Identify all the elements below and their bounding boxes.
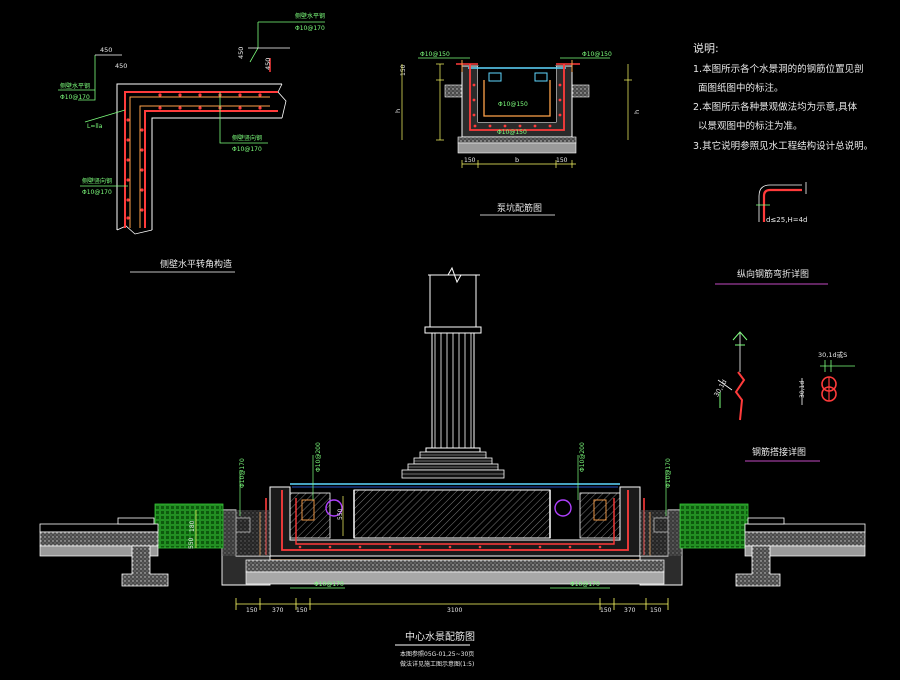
corner-detail-title: 侧壁水平转角构造: [160, 258, 232, 270]
main-left-label-a: Φ10@170: [239, 458, 246, 488]
main-right-label-a: Φ10@200: [579, 442, 586, 472]
main-dim-0: 150: [246, 607, 258, 614]
corner-bottom-label-a: 侧壁竖向钢: [82, 177, 112, 185]
main-bottom-label-right: Φ10@170: [570, 581, 600, 588]
lap-detail: 30,1d 30,1d或S 30,1d 钢筋搭接详图: [712, 331, 855, 462]
main-dim-5: 370: [624, 607, 636, 614]
hook-detail: d≤25,H=4d: [756, 182, 807, 224]
lap-detail-title: 钢筋搭接详图: [752, 446, 806, 458]
corner-lap-label: L=lla: [87, 123, 103, 130]
note-line-4: 以景观图中的标注为准。: [698, 120, 803, 132]
pump-pit-detail: 150 h h 150 b 150 Φ10@150 Φ10@150 Φ10@15…: [394, 51, 641, 216]
main-mid-left-dim: 550: [337, 508, 344, 520]
notes-block: 说明: 1.本图所示各个水景洞的的钢筋位置见剖 面图纸图中的标注。 2.本图所示…: [693, 41, 873, 152]
main-bottom-label-left: Φ10@170: [314, 581, 344, 588]
lap-label-top: 30,1d或S: [818, 350, 847, 359]
corner-vert-label-b: Φ10@170: [232, 146, 262, 153]
note-line-2: 面图纸图中的标注。: [698, 82, 784, 94]
main-dim-2: 150: [296, 607, 308, 614]
pit-dim-b: b: [515, 156, 519, 164]
main-left-mark: 180: [189, 520, 196, 532]
pit-dim-150-right: 150: [556, 157, 568, 164]
corner-vert-label-a: 侧壁竖向钢: [232, 134, 262, 142]
pit-label-mid: Φ10@150: [498, 101, 528, 108]
pit-label-top-left: Φ10@150: [420, 51, 450, 58]
main-dim-4: 150: [600, 607, 612, 614]
main-right-label-b: Φ10@170: [665, 458, 672, 488]
corner-left-label-b: Φ10@170: [60, 94, 90, 101]
corner-left-label-a: 侧壁水平钢: [60, 82, 90, 90]
pit-label-top-right: Φ10@150: [582, 51, 612, 58]
corner-dim-450-d: 450: [264, 58, 272, 70]
pit-dim-150-left: 150: [464, 157, 476, 164]
corner-dim-450-b: 450: [115, 62, 127, 70]
corner-top-label-b: Φ10@170: [295, 25, 325, 32]
main-left-label-b: Φ10@200: [315, 442, 322, 472]
corner-dim-450-c: 450: [237, 47, 245, 59]
main-section-title: 中心水景配筋图: [405, 630, 475, 643]
pit-dim-h-right: h: [633, 110, 641, 114]
note-line-1: 1.本图所示各个水景洞的的钢筋位置见剖: [693, 63, 864, 75]
bend-detail-title: 纵向钢筋弯折详图: [737, 268, 809, 280]
corner-bottom-label-b: Φ10@170: [82, 189, 112, 196]
lap-label-mid: 30,1d: [799, 381, 806, 398]
main-section-subtitle-1: 本图参照05G-01,25~30页: [400, 650, 474, 658]
note-line-3: 2.本图所示各种景观做法均为示意,具体: [693, 101, 858, 113]
main-dim-1: 370: [272, 607, 284, 614]
main-left-h: 550: [188, 537, 195, 549]
main-dim-6: 150: [650, 607, 662, 614]
hook-label: d≤25,H=4d: [766, 216, 807, 224]
main-dim-3: 3100: [447, 607, 462, 614]
corner-dim-450-a: 450: [100, 46, 112, 54]
bend-detail: 纵向钢筋弯折详图: [715, 268, 828, 285]
note-line-5: 3.其它说明参照见水工程结构设计总说明。: [693, 140, 873, 152]
pit-detail-title: 泵坑配筋图: [497, 202, 542, 214]
pit-dim-150-top: 150: [400, 64, 407, 76]
corner-top-label-a: 侧壁水平钢: [295, 12, 325, 20]
pit-dim-h-left: h: [394, 109, 402, 113]
pit-label-bottom: Φ10@150: [497, 129, 527, 136]
notes-title: 说明:: [693, 41, 719, 55]
main-section: Φ10@170 Φ10@200 Φ10@200 Φ10@170 180 550 …: [39, 266, 866, 668]
corner-detail: 450 450 侧壁水平钢 Φ10@170 L=lla 侧壁水平钢 Φ10@17…: [58, 12, 325, 273]
main-section-subtitle-2: 做法详见施工图示意图(1:5): [400, 660, 474, 668]
